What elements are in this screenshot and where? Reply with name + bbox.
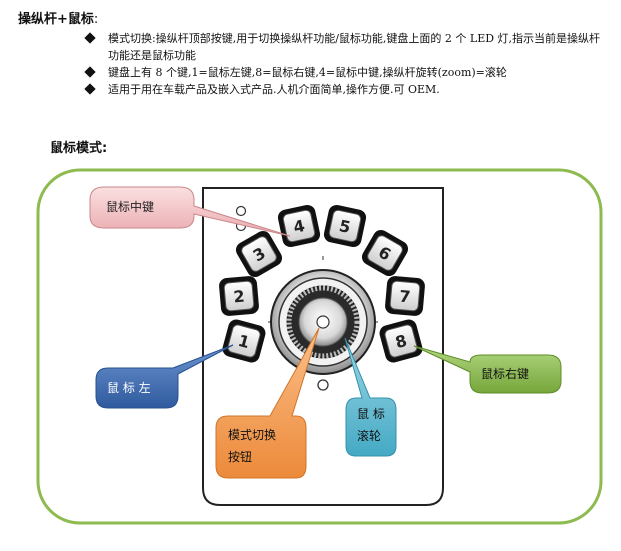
callout-left-label: 鼠 标 左 [107,381,151,395]
joystick-knob[interactable] [270,269,376,375]
key-label: 4 [292,216,307,237]
page-heading: 操纵杆+鼠标: [18,8,98,27]
feature-text: 键盘上有 8 个键,1=鼠标左键,8=鼠标右键,4=鼠标中键,操纵杆旋转(zoo… [108,66,507,79]
mode-indicator-dot [317,379,329,391]
callout-mode-line: 模式切换 [228,428,277,442]
heading-title: 操纵杆+鼠标 [18,12,94,27]
callout-left [95,344,234,409]
key-4[interactable]: 4 [276,203,321,248]
key-3[interactable]: 3 [233,228,285,280]
section-title: 鼠标模式: [50,141,108,156]
key-label: 2 [233,287,246,307]
key-7[interactable]: 7 [384,275,425,316]
key-8[interactable]: 8 [378,318,425,365]
led-indicator [235,205,247,217]
callout-right-label: 鼠标右键 [481,367,530,381]
key-2[interactable]: 2 [218,275,259,316]
feature-text: 模式切换:操纵杆顶部按键,用于切换操纵杆功能/鼠标功能,键盘上面的 2 个 LE… [108,32,601,62]
feature-list: 模式切换:操纵杆顶部按键,用于切换操纵杆功能/鼠标功能,键盘上面的 2 个 LE… [84,30,606,98]
key-label: 8 [393,331,409,352]
key-5[interactable]: 5 [322,203,367,248]
key-1[interactable]: 1 [221,318,268,365]
callout-wheel [344,337,397,457]
feature-item: 模式切换:操纵杆顶部按键,用于切换操纵杆功能/鼠标功能,键盘上面的 2 个 LE… [84,30,606,64]
callout-mode-line: 按钮 [228,450,253,464]
key-label: 1 [236,331,252,352]
feature-text: 适用于用在车载产品及嵌入式产品.人机介面简单,操作方便.可 OEM. [108,83,440,96]
heading-colon: : [93,12,99,27]
callout-middle-label: 鼠标中键 [106,200,155,214]
callout-wheel-line: 鼠 标 [357,407,385,421]
callout-mode [215,327,320,479]
callout-wheel-line: 滚轮 [357,429,382,443]
key-6[interactable]: 6 [359,227,411,279]
callout-right [413,345,562,394]
callout-wheel-label: 鼠 标 滚轮 [357,403,385,447]
key-label: 5 [337,216,352,237]
key-label: 7 [399,287,412,307]
callout-mode-label: 模式切换 按钮 [228,424,276,468]
callout-middle [89,186,291,237]
feature-item: 键盘上有 8 个键,1=鼠标左键,8=鼠标右键,4=鼠标中键,操纵杆旋转(zoo… [84,64,606,81]
feature-item: 适用于用在车载产品及嵌入式产品.人机介面简单,操作方便.可 OEM. [84,81,606,98]
